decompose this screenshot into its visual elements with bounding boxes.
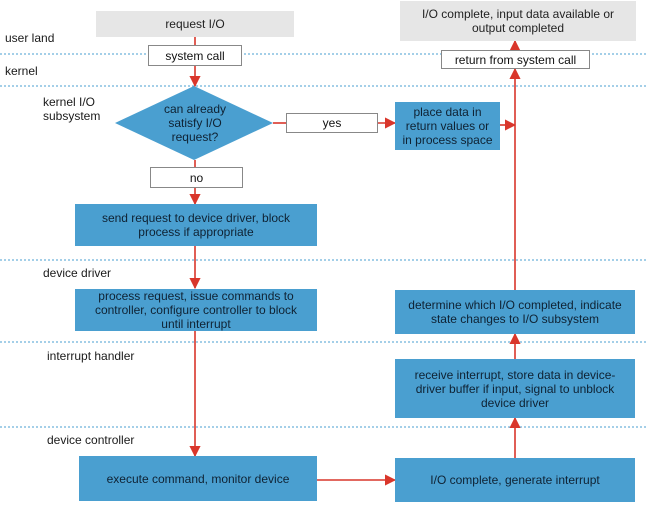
decision-diamond bbox=[115, 86, 273, 160]
node-yes: yes bbox=[286, 113, 378, 133]
node-return-from-syscall: return from system call bbox=[441, 50, 590, 69]
node-receive-interrupt: receive interrupt, store data in device-… bbox=[395, 359, 635, 418]
lane-label-device-controller: device controller bbox=[47, 433, 135, 447]
lane-label-kernel: kernel bbox=[5, 64, 38, 78]
lane-label-interrupt-handler: interrupt handler bbox=[47, 349, 135, 363]
node-io-complete-interrupt: I/O complete, generate interrupt bbox=[395, 458, 635, 502]
lane-label-kernel-io-subsystem: kernel I/O subsystem bbox=[43, 95, 101, 123]
node-determine-io: determine which I/O completed, indicate … bbox=[395, 290, 635, 334]
node-execute-command: execute command, monitor device bbox=[79, 456, 317, 501]
node-no: no bbox=[150, 167, 243, 188]
node-io-complete-final: I/O complete, input data available or ou… bbox=[400, 1, 636, 41]
node-can-satisfy-label: can already satisfy I/O request? bbox=[163, 102, 227, 144]
node-request-io: request I/O bbox=[96, 11, 294, 37]
node-system-call: system call bbox=[148, 45, 242, 66]
lane-label-user-land: user land bbox=[5, 31, 55, 45]
lane-label-device-driver: device driver bbox=[43, 266, 112, 280]
node-place-data: place data in return values or in proces… bbox=[395, 102, 500, 150]
node-send-request: send request to device driver, block pro… bbox=[75, 204, 317, 246]
node-process-request: process request, issue commands to contr… bbox=[75, 289, 317, 331]
